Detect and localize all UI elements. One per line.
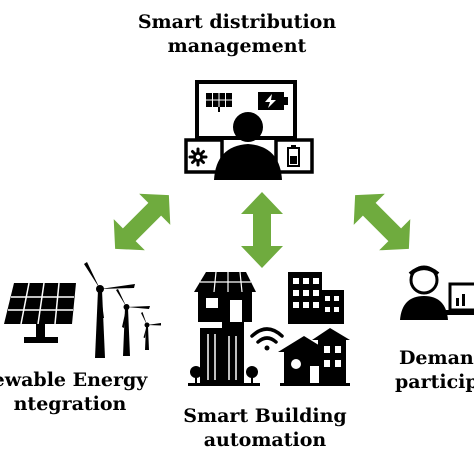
label-line: ewable Energy <box>0 369 148 391</box>
wind-turbine-icon <box>116 289 150 356</box>
operator-monitor-icon <box>184 80 314 180</box>
label-line: participa <box>395 371 474 393</box>
label-line: management <box>167 35 307 57</box>
label-line: ntegration <box>13 393 127 415</box>
label-line: Demand <box>398 347 474 369</box>
node-label-smart-building: Smart Building automation <box>180 404 350 452</box>
wifi-icon <box>250 327 284 351</box>
node-label-renewable-energy: ewable Energy ntegration <box>0 368 170 416</box>
bidirectional-arrow-icon <box>353 193 411 251</box>
bidirectional-arrow-icon <box>113 193 171 251</box>
bidirectional-arrow-icon <box>241 192 283 268</box>
label-line: Smart Building <box>183 405 347 427</box>
apartment-building-icon <box>288 272 344 324</box>
solar-panel-icon <box>4 282 76 343</box>
user-laptop-icon <box>400 265 474 320</box>
wind-turbine-icon <box>84 262 135 358</box>
node-label-demand: Demand participa <box>378 346 474 394</box>
label-line: Smart distribution <box>137 11 337 33</box>
label-line: automation <box>203 429 327 451</box>
residential-house-icon <box>278 328 350 386</box>
node-label-smart-distribution: Smart distribution management <box>127 10 347 58</box>
house-icon <box>194 271 256 322</box>
wind-turbine-icon <box>141 312 161 350</box>
office-building-icon <box>188 322 260 386</box>
